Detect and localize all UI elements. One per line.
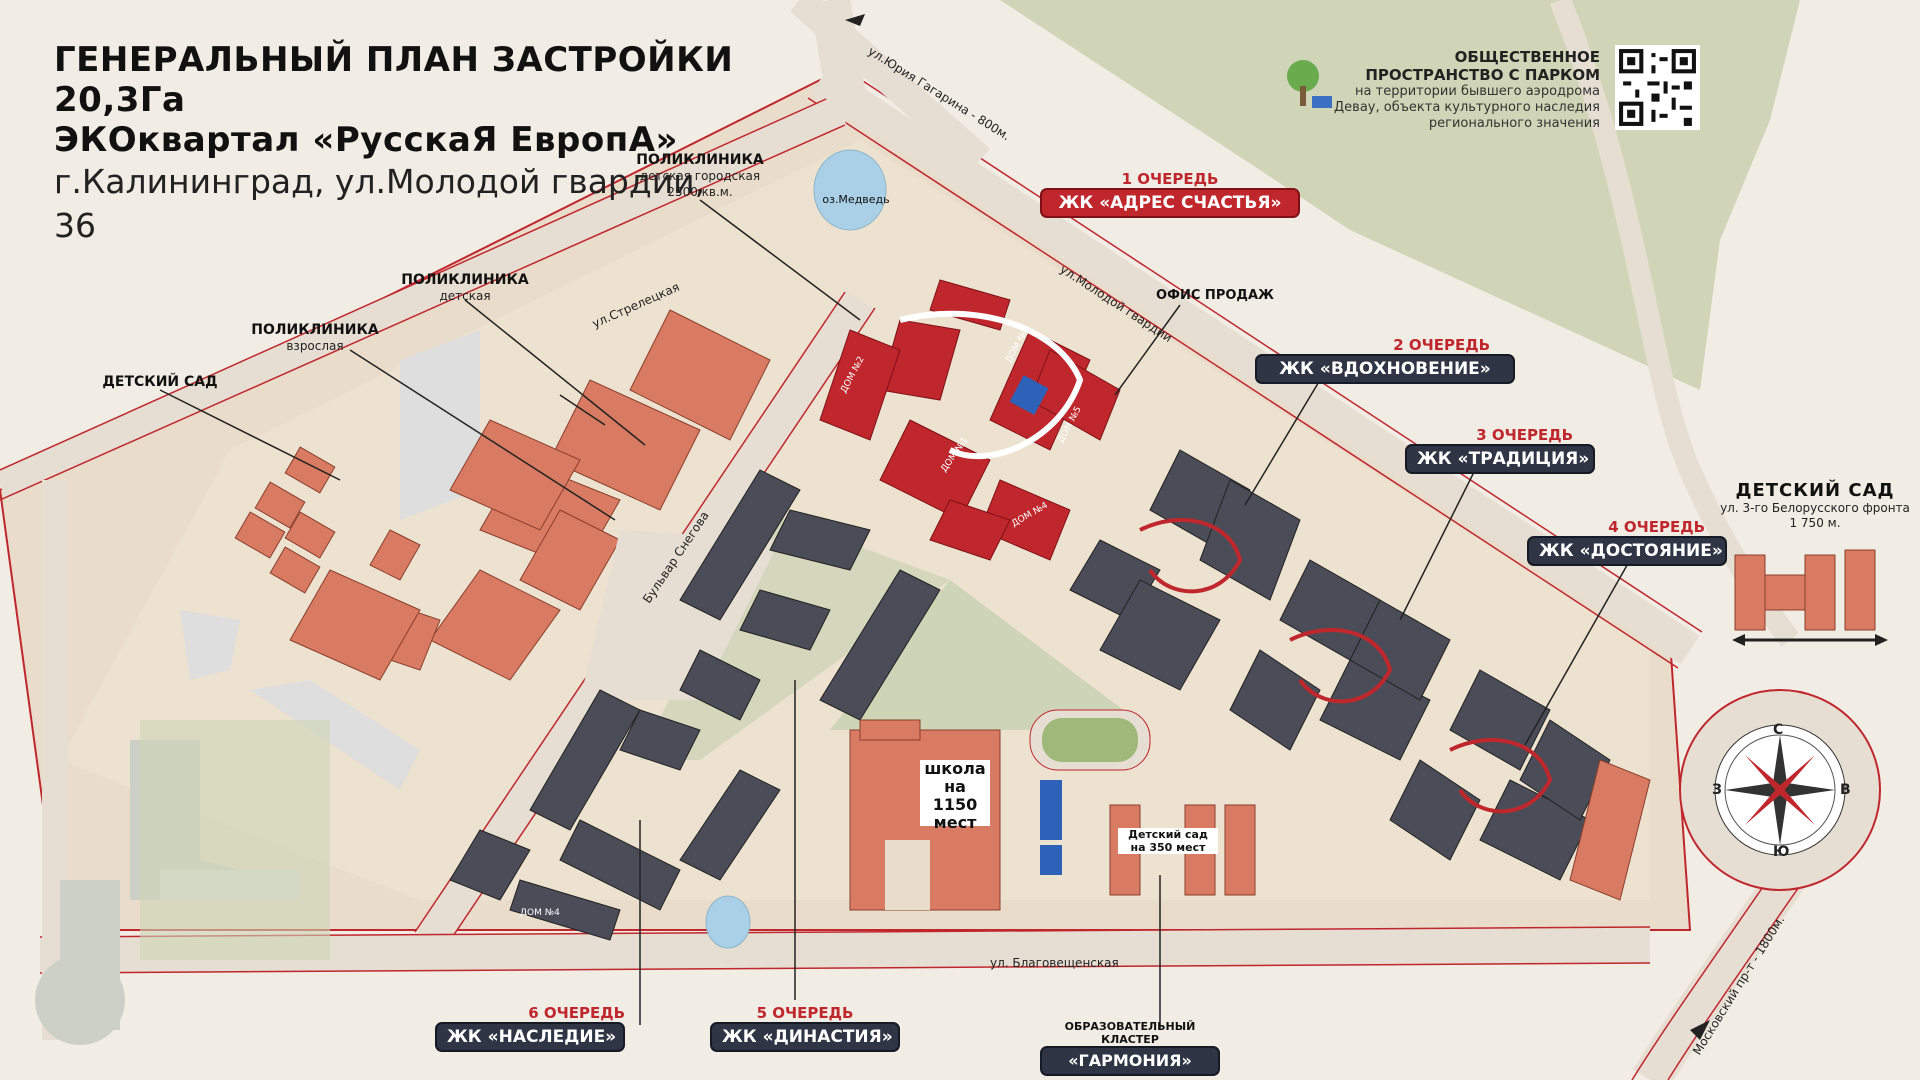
- label-sales-office: ОФИС ПРОДАЖ: [1156, 288, 1274, 303]
- page-title: ГЕНЕРАЛЬНЫЙ ПЛАН ЗАСТРОЙКИ 20,3Га: [54, 40, 734, 120]
- compass-north: С: [1773, 722, 1784, 738]
- phase-6[interactable]: 6 ОЧЕРЕДЬ ЖК «НАСЛЕДИЕ»: [435, 1004, 625, 1052]
- kindergarten-right-building: [1732, 549, 1888, 646]
- lake-medved: [813, 149, 887, 231]
- phase-1[interactable]: 1 ОЧЕРЕДЬ ЖК «АДРЕС СЧАСТЬЯ»: [1040, 170, 1300, 218]
- phase1-buildings: [819, 279, 1121, 561]
- compass-west: З: [1712, 782, 1722, 798]
- clinic-building-1: [629, 309, 771, 441]
- phase-6-queue: 6 ОЧЕРЕДЬ: [528, 1004, 625, 1022]
- label-clinic-children-city: ПОЛИКЛИНИКА детская городская 2500 кв.м.: [636, 152, 764, 199]
- project-address: г.Калининград, ул.Молодой гвардии, 36: [54, 162, 706, 245]
- stadium: [1029, 709, 1151, 875]
- phase-4-queue: 4 ОЧЕРЕДЬ: [1608, 518, 1705, 536]
- phase3-buildings: [1229, 559, 1451, 761]
- compass-south: Ю: [1773, 844, 1790, 860]
- qr-code[interactable]: [1615, 45, 1700, 130]
- phase-4-name: ЖК «ДОСТОЯНИЕ»: [1527, 536, 1727, 566]
- label-clinic-children: ПОЛИКЛИНИКА детская: [401, 272, 529, 303]
- commercial-building-right: [1569, 759, 1651, 901]
- school-label: школа на 1150 мест: [920, 760, 990, 832]
- phase-5-queue: 5 ОЧЕРЕДЬ: [756, 1004, 854, 1022]
- roundabout: [1679, 689, 1881, 891]
- compass-east: В: [1840, 782, 1851, 798]
- phase-3-name: ЖК «ТРАДИЦИЯ»: [1405, 444, 1595, 474]
- park-caption: ОБЩЕСТВЕННОЕ ПРОСТРАНСТВО С ПАРКОМ на те…: [1334, 48, 1600, 131]
- label-kindergarten-left: ДЕТСКИЙ САД: [102, 374, 218, 390]
- phase2-buildings: [1069, 449, 1301, 691]
- edu-cluster[interactable]: ОБРАЗОВАТЕЛЬНЫЙ КЛАСТЕР «ГАРМОНИЯ»: [1040, 1020, 1220, 1076]
- header: ГЕНЕРАЛЬНЫЙ ПЛАН ЗАСТРОЙКИ 20,3Га ЭКОква…: [54, 40, 754, 248]
- label-clinic-adult: ПОЛИКЛИНИКА взрослая: [251, 322, 379, 353]
- project-name: ЭКОквартал «РусскаЯ ЕвропА»: [54, 120, 679, 160]
- street-blagoveshchenskaya: ул. Благовещенская: [990, 956, 1119, 970]
- phase-1-queue: 1 ОЧЕРЕДЬ: [1121, 170, 1219, 188]
- phase-3[interactable]: 3 ОЧЕРЕДЬ ЖК «ТРАДИЦИЯ»: [1405, 426, 1595, 474]
- phase-1-name: ЖК «АДРЕС СЧАСТЬЯ»: [1040, 188, 1300, 218]
- phase-2-name: ЖК «ВДОХНОВЕНИЕ»: [1255, 354, 1515, 384]
- kindergarten-inner-label: Детский сад на 350 мест: [1118, 828, 1218, 854]
- phase-5-name: ЖК «ДИНАСТИЯ»: [710, 1022, 900, 1052]
- edu-cluster-name: «ГАРМОНИЯ»: [1040, 1046, 1220, 1076]
- phase-5[interactable]: 5 ОЧЕРЕДЬ ЖК «ДИНАСТИЯ»: [710, 1004, 900, 1052]
- kindergarten-right-caption: ДЕТСКИЙ САД ул. 3-го Белорусского фронта…: [1720, 480, 1910, 530]
- phase-3-queue: 3 ОЧЕРЕДЬ: [1476, 426, 1573, 444]
- edu-cluster-caption: ОБРАЗОВАТЕЛЬНЫЙ КЛАСТЕР: [1064, 1020, 1196, 1046]
- phase6-buildings: [449, 689, 781, 941]
- phase-2[interactable]: 2 ОЧЕРЕДЬ ЖК «ВДОХНОВЕНИЕ»: [1255, 336, 1515, 384]
- house-label: ДОМ №4: [520, 908, 560, 918]
- tree-bench-icon: [1285, 56, 1335, 116]
- phase-6-name: ЖК «НАСЛЕДИЕ»: [435, 1022, 625, 1052]
- clinic-building-2: [449, 419, 581, 531]
- phase-4[interactable]: 4 ОЧЕРЕДЬ ЖК «ДОСТОЯНИЕ»: [1527, 518, 1727, 566]
- label-lake: оз.Медведь: [822, 193, 890, 206]
- phase5-buildings: [679, 469, 941, 721]
- kindergarten-left-building: [234, 446, 336, 594]
- phase-2-queue: 2 ОЧЕРЕДЬ: [1393, 336, 1490, 354]
